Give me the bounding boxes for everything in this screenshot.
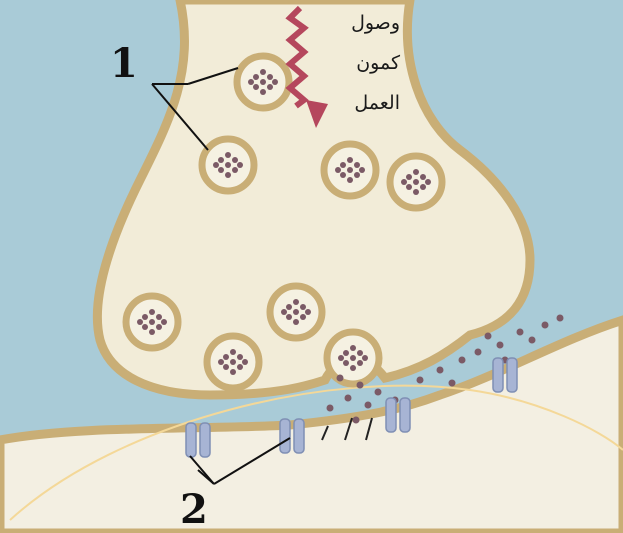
neurotransmitter-dot: [557, 315, 564, 322]
synaptic-vesicle-icon: [324, 144, 376, 196]
synaptic-vesicle-icon: [126, 296, 178, 348]
neurotransmitter-dot: [365, 402, 372, 409]
neurotransmitter-dot: [345, 395, 352, 402]
neurotransmitter-dot: [475, 349, 482, 356]
neurotransmitter-dot: [375, 389, 382, 396]
neurotransmitter-dot: [327, 405, 334, 412]
signal-text-line-2: كمون: [310, 54, 400, 73]
label-2: 2: [180, 490, 208, 530]
neurotransmitter-dot: [497, 342, 504, 349]
synaptic-vesicle-icon: [202, 139, 254, 191]
synaptic-vesicle-icon: [327, 332, 379, 384]
neurotransmitter-dot: [529, 337, 536, 344]
neurotransmitter-dot: [337, 375, 344, 382]
neurotransmitter-dot: [357, 382, 364, 389]
neurotransmitter-dot: [449, 380, 456, 387]
synaptic-vesicle-icon: [270, 286, 322, 338]
synaptic-vesicle-icon: [390, 156, 442, 208]
synaptic-vesicle-icon: [237, 56, 289, 108]
neurotransmitter-dot: [485, 333, 492, 340]
neurotransmitter-dot: [517, 329, 524, 336]
neurotransmitter-dot: [459, 357, 466, 364]
label-1: 1: [110, 44, 138, 84]
neurotransmitter-dot: [417, 377, 424, 384]
neurotransmitter-dot: [542, 322, 549, 329]
neurotransmitter-dot: [353, 417, 360, 424]
signal-text-line-1: وصول: [310, 14, 400, 33]
signal-text-line-3: العمل: [310, 94, 400, 113]
neurotransmitter-dot: [437, 367, 444, 374]
synaptic-vesicle-icon: [207, 336, 259, 388]
